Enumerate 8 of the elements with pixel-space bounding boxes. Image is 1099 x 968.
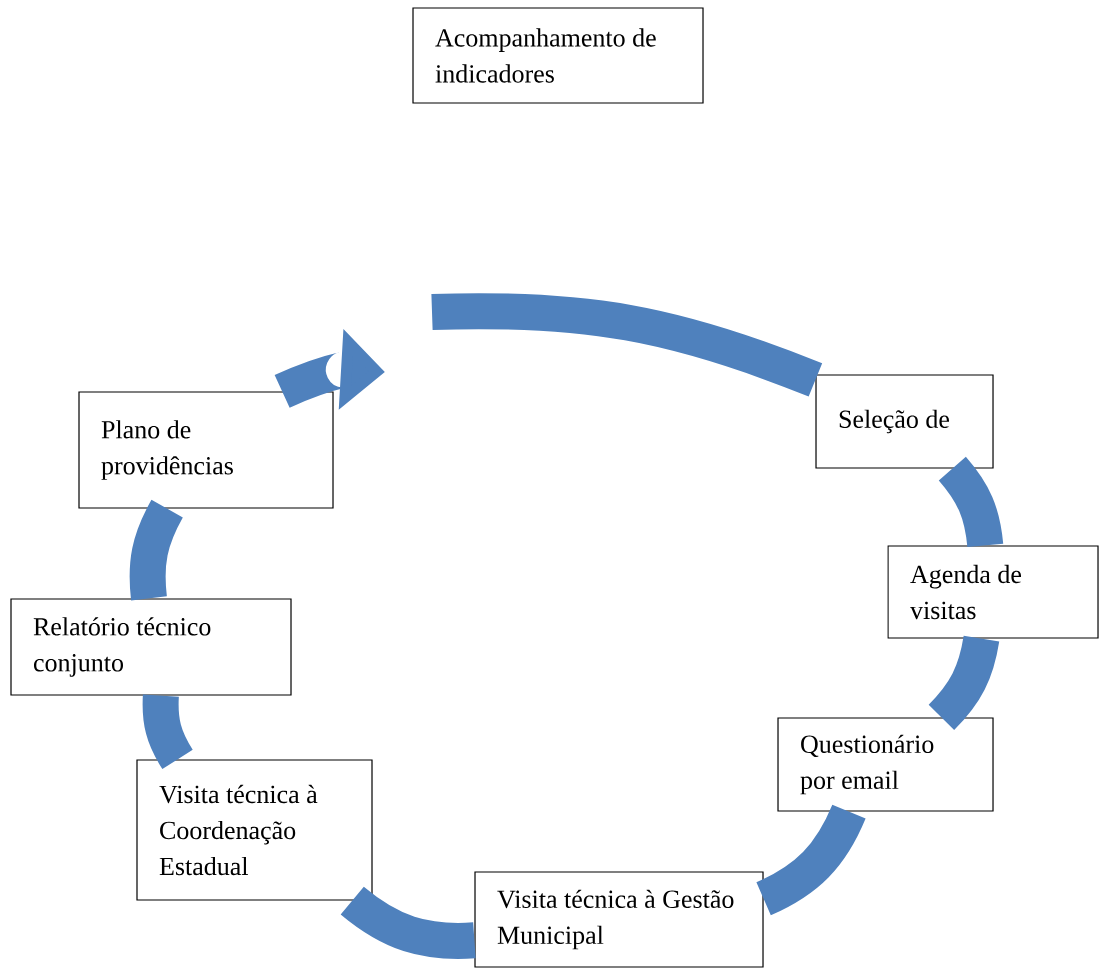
process-box: Visita técnica à Coordenação Estadual (136, 759, 373, 901)
process-box: Visita técnica à Gestão Municipal (474, 871, 764, 968)
process-box: Acompanhamento de indicadores (412, 7, 704, 104)
process-box: Relatório técnico conjunto (10, 598, 292, 696)
process-box: Questionário por email (777, 717, 994, 812)
process-box: Plano de providências (78, 391, 334, 509)
process-box: Seleção de (815, 374, 994, 469)
process-box: Agenda de visitas (887, 545, 1099, 639)
